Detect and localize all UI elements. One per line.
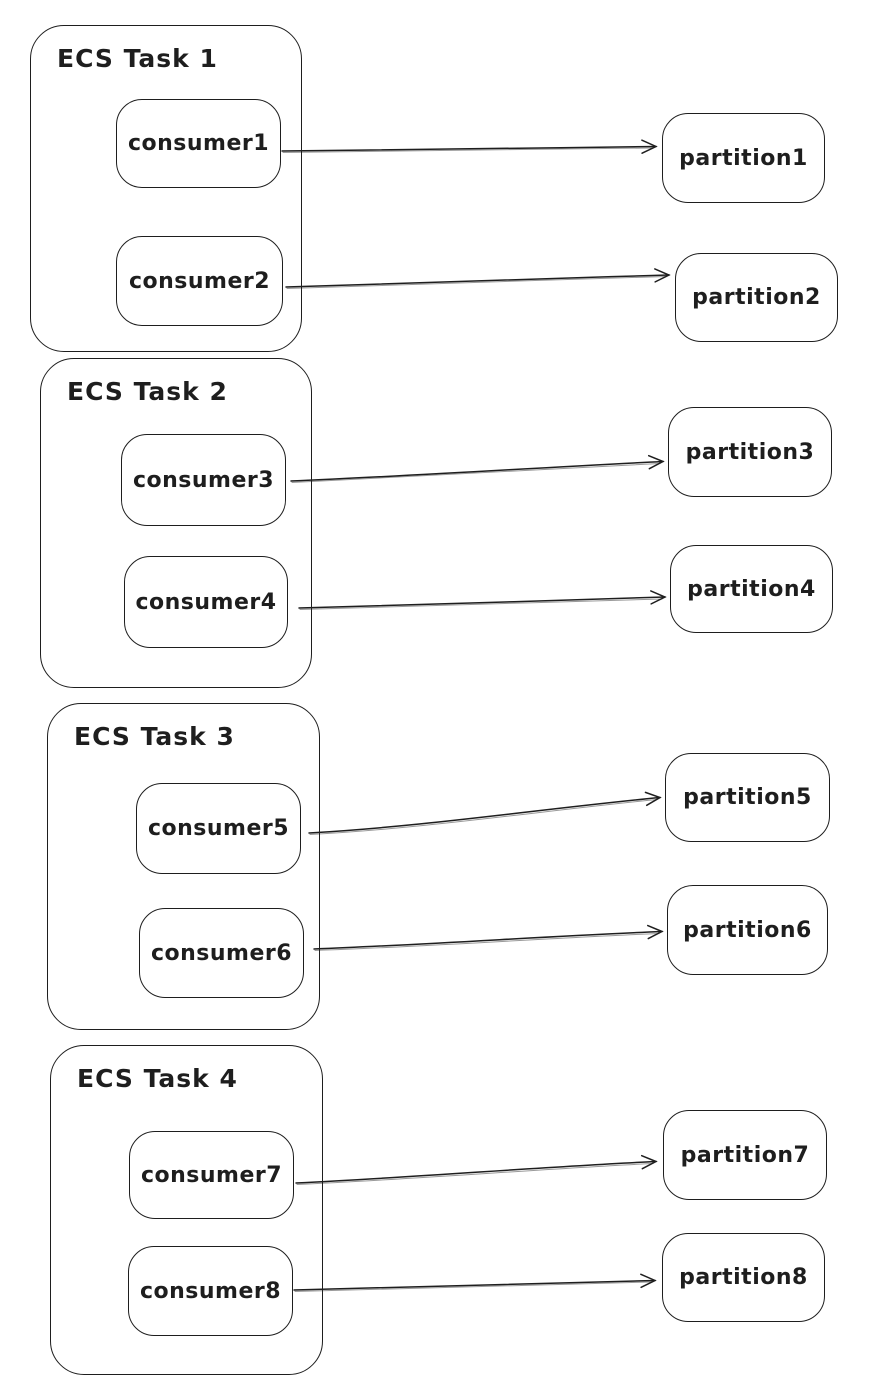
arrow-ghost bbox=[291, 463, 661, 483]
consumer1-label: consumer1 bbox=[127, 131, 270, 156]
partition2-label: partition2 bbox=[692, 285, 821, 310]
consumer3-label: consumer3 bbox=[132, 467, 275, 493]
arrow-consumer3-to-partition3 bbox=[290, 462, 663, 482]
consumer2-node: consumer2 bbox=[116, 236, 283, 326]
partition1-label: partition1 bbox=[679, 145, 808, 171]
ecs-task-1-group: ECS Task 1 consumer1 consumer2 bbox=[30, 25, 302, 352]
consumer7-node: consumer7 bbox=[129, 1131, 294, 1219]
arrow-consumer7-to-partition7 bbox=[295, 1162, 656, 1184]
ecs-task-1-label: ECS Task 1 bbox=[57, 44, 218, 73]
consumer1-node: consumer1 bbox=[116, 99, 281, 188]
partition5-node: partition5 bbox=[665, 753, 830, 842]
partition8-label: partition8 bbox=[679, 1265, 808, 1290]
partition5-label: partition5 bbox=[683, 785, 812, 810]
partition7-label: partition7 bbox=[680, 1142, 810, 1168]
arrow-ghost bbox=[294, 1281, 652, 1292]
arrow-ghost bbox=[314, 933, 660, 951]
partition3-label: partition3 bbox=[685, 439, 815, 465]
ecs-task-3-group: ECS Task 3 consumer5 consumer6 bbox=[47, 703, 320, 1030]
arrow-consumer6-to-partition6 bbox=[313, 932, 662, 950]
arrow-ghost bbox=[309, 799, 658, 835]
consumer3-node: consumer3 bbox=[121, 434, 286, 526]
arrow-consumer1-to-partition1 bbox=[281, 147, 656, 152]
consumer5-node: consumer5 bbox=[136, 783, 301, 874]
partition7-node: partition7 bbox=[663, 1110, 827, 1200]
partition1-node: partition1 bbox=[662, 113, 825, 203]
partition4-label: partition4 bbox=[687, 576, 816, 602]
consumer6-node: consumer6 bbox=[139, 908, 304, 998]
arrow-ghost bbox=[286, 276, 667, 289]
ecs-task-2-group: ECS Task 2 consumer3 consumer4 bbox=[40, 358, 312, 688]
consumer4-node: consumer4 bbox=[124, 556, 288, 648]
partition6-label: partition6 bbox=[683, 917, 812, 943]
consumer8-node: consumer8 bbox=[128, 1246, 293, 1336]
arrow-ghost bbox=[282, 147, 653, 153]
ecs-task-4-group: ECS Task 4 consumer7 consumer8 bbox=[50, 1045, 323, 1375]
partition3-node: partition3 bbox=[668, 407, 832, 497]
arrow-consumer8-to-partition8 bbox=[293, 1281, 655, 1291]
ecs-task-4-label: ECS Task 4 bbox=[77, 1064, 238, 1093]
arrow-consumer4-to-partition4 bbox=[298, 597, 665, 609]
consumer8-label: consumer8 bbox=[139, 1278, 282, 1304]
partition6-node: partition6 bbox=[667, 885, 828, 975]
consumer4-label: consumer4 bbox=[135, 589, 277, 615]
partition4-node: partition4 bbox=[670, 545, 833, 633]
arrow-ghost bbox=[299, 598, 663, 610]
consumer5-label: consumer5 bbox=[147, 816, 290, 841]
consumer7-label: consumer7 bbox=[140, 1162, 283, 1188]
consumer6-label: consumer6 bbox=[150, 940, 293, 966]
consumer2-label: consumer2 bbox=[128, 268, 271, 294]
ecs-task-3-label: ECS Task 3 bbox=[74, 722, 235, 751]
arrow-ghost bbox=[296, 1163, 654, 1185]
arrow-consumer5-to-partition5 bbox=[308, 798, 660, 834]
ecs-task-2-label: ECS Task 2 bbox=[67, 377, 228, 406]
partition8-node: partition8 bbox=[662, 1233, 825, 1322]
partition2-node: partition2 bbox=[675, 253, 838, 342]
arrow-consumer2-to-partition2 bbox=[285, 275, 669, 288]
